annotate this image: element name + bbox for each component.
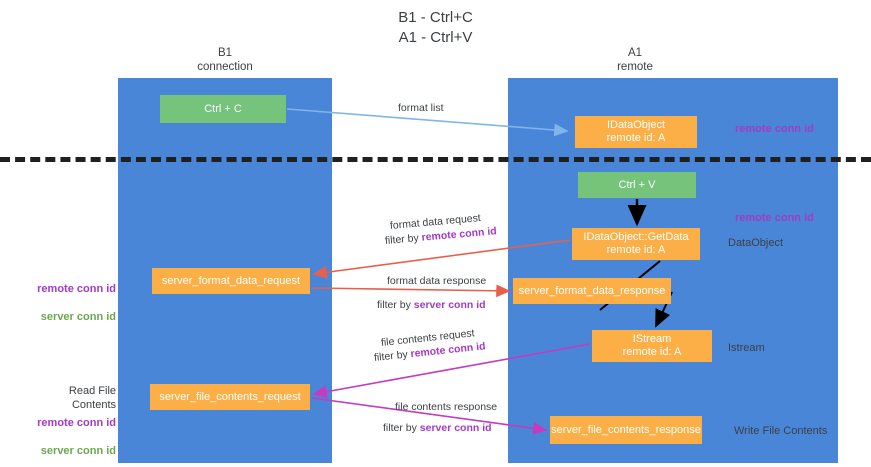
node-istream[interactable]: IStream remote id: A bbox=[592, 330, 712, 362]
annotation-dataobject: DataObject bbox=[728, 237, 784, 249]
node-ctrl-v[interactable]: Ctrl + V bbox=[578, 172, 696, 198]
edge-label-file-contents-response: file contents response bbox=[395, 401, 498, 413]
edge-label-file-contents-response-filter: filter by server conn id bbox=[383, 421, 492, 435]
annotation-remote-conn-id-mid: remote conn id bbox=[735, 212, 814, 224]
annotation-remote-conn-id-top: remote conn id bbox=[735, 123, 814, 135]
filter-prefix: filter by bbox=[383, 422, 420, 434]
annotation-left-server-conn-id: server conn id bbox=[40, 311, 116, 323]
annotation-left-bottom-conn-ids: remote conn id server conn id bbox=[22, 402, 116, 458]
filter-prefix: filter by bbox=[384, 231, 423, 247]
annotation-write-file-contents: Write File Contents bbox=[734, 425, 828, 437]
node-ctrl-c[interactable]: Ctrl + C bbox=[160, 95, 286, 123]
swimlane-b1-label: B1 connection bbox=[197, 47, 253, 73]
edge-label-format-list: format list bbox=[398, 102, 444, 114]
edge-label-format-data-response-filter: filter by server conn id bbox=[377, 298, 486, 312]
node-server-file-contents-request[interactable]: server_file_contents_request bbox=[150, 384, 310, 410]
phase-divider bbox=[0, 157, 871, 162]
node-server-format-data-request[interactable]: server_format_data_request bbox=[152, 268, 310, 294]
annotation-read-file-contents: Read File Contents bbox=[68, 385, 116, 411]
annotation-istream: Istream bbox=[728, 342, 765, 354]
annotation-left-conn-ids: remote conn id server conn id bbox=[22, 268, 116, 324]
filter-prefix: filter by bbox=[373, 348, 412, 364]
filter-value: server conn id bbox=[419, 422, 492, 434]
annotation-left-remote-conn-id: remote conn id bbox=[37, 283, 116, 295]
node-server-format-data-response[interactable]: server_format_data_response bbox=[513, 278, 671, 304]
connector-format-data-response bbox=[311, 284, 511, 298]
node-server-file-contents-response[interactable]: server_file_contents_response bbox=[550, 416, 702, 444]
filter-prefix: filter by bbox=[377, 299, 414, 311]
filter-value: server conn id bbox=[413, 299, 486, 311]
edge-label-format-data-response: format data response bbox=[387, 275, 487, 287]
swimlane-a1-label: A1 remote bbox=[617, 47, 653, 73]
annotation-left-bottom-server-conn-id: server conn id bbox=[40, 445, 116, 457]
annotation-left-bottom-remote-conn-id: remote conn id bbox=[37, 417, 116, 429]
node-idataobject-getdata[interactable]: IDataObject::GetData remote id: A bbox=[572, 228, 700, 260]
diagram-title: B1 - Ctrl+C A1 - Ctrl+V bbox=[398, 9, 473, 46]
node-idataobject[interactable]: IDataObject remote id: A bbox=[575, 116, 697, 148]
